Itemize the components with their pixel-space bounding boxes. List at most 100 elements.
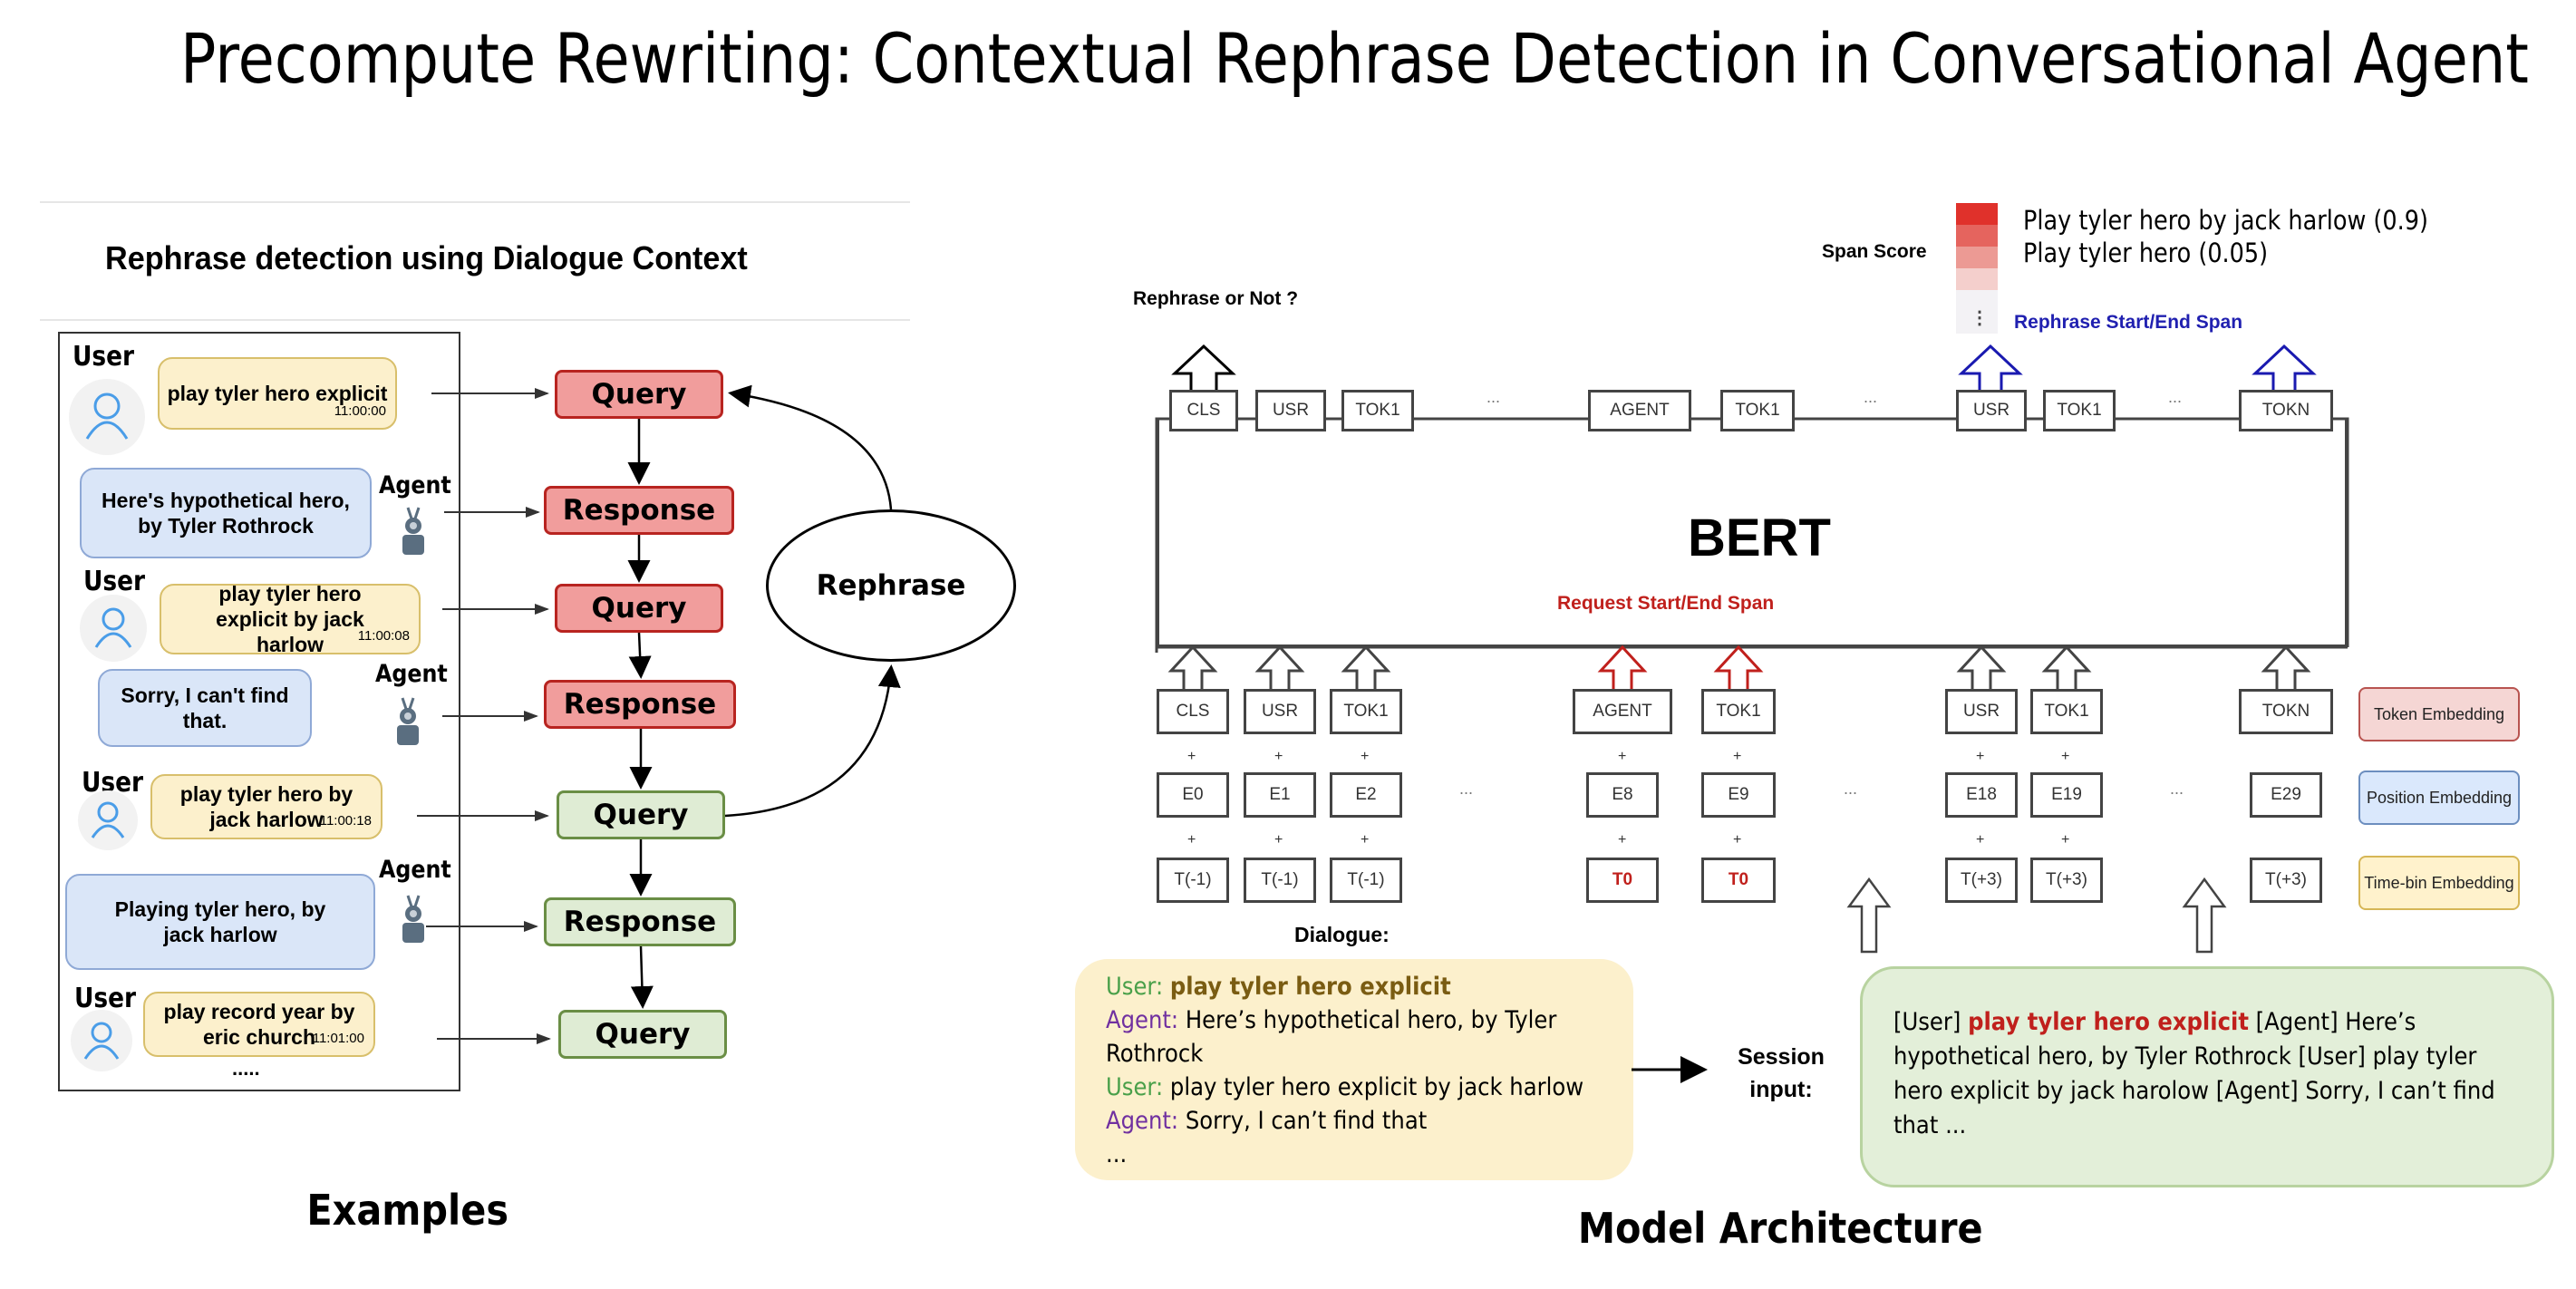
- ellipsis: ...: [1487, 388, 1501, 406]
- dialogue-line: Rothrock: [1106, 1037, 1553, 1071]
- session-label-line: Session: [1738, 1044, 1825, 1070]
- dialogue-line: Agent: Sorry, I can’t find that: [1106, 1104, 1553, 1138]
- time-bin-embedding: T(+3): [2250, 858, 2322, 903]
- input-arrows: [1167, 644, 2311, 689]
- plus-sign: +: [1361, 832, 1370, 848]
- plus-sign: +: [1274, 749, 1283, 764]
- timestamp: 11:00:08: [357, 628, 410, 644]
- position-embedding: E9: [1701, 772, 1776, 818]
- request-span-label: Request Start/End Span: [1557, 593, 1775, 614]
- ellipsis: ...: [1844, 780, 1858, 798]
- role-label-user: User: [83, 566, 146, 597]
- rephrase-span-label: Rephrase Start/End Span: [2014, 312, 2243, 333]
- plus-sign: +: [1274, 832, 1283, 848]
- utterance: Rothrock: [1106, 1040, 1204, 1068]
- session-highlight: play tyler hero explicit: [1968, 1008, 2249, 1036]
- timestamp: 11:00:00: [334, 403, 386, 419]
- dialogue-label: Dialogue:: [1294, 923, 1390, 946]
- time-bin-embedding: T(-1): [1330, 858, 1402, 903]
- chat-bubble-agent: Here's hypothetical hero, by Tyler Rothr…: [80, 468, 372, 558]
- input-token: AGENT: [1573, 689, 1672, 734]
- flow-node-response: Response: [544, 897, 736, 946]
- speaker: Agent:: [1106, 1107, 1179, 1135]
- robot-icon: [402, 895, 424, 943]
- chat-bubble-user: play record year by eric church 11:01:00: [143, 992, 375, 1057]
- ellipsis: ...: [2170, 780, 2184, 798]
- position-embedding: E1: [1244, 772, 1316, 818]
- examples-caption: Examples: [306, 1186, 508, 1235]
- role-label-agent: Agent: [379, 856, 451, 884]
- role-label-agent: Agent: [379, 471, 451, 499]
- plus-sign: +: [1618, 832, 1627, 848]
- legend-time-bin-embedding: Time-bin Embedding: [2358, 856, 2520, 910]
- output-token: CLS: [1169, 390, 1238, 431]
- message-text: Playing tyler hero, by jack harlow: [114, 897, 326, 946]
- message-text: play tyler hero by jack harlow: [179, 782, 353, 831]
- dialogue-line: User: play tyler hero explicit: [1106, 970, 1553, 1003]
- plus-sign: +: [1976, 832, 1985, 848]
- span-scale-step: [1956, 290, 1998, 312]
- bert-label: BERT: [1688, 509, 1831, 567]
- output-token: TOK1: [2043, 390, 2116, 431]
- output-token: TOK1: [1720, 390, 1795, 431]
- flow-node-query: Query: [557, 790, 725, 839]
- span-scale-step: [1956, 268, 1998, 290]
- input-token: TOK1: [1330, 689, 1402, 734]
- chat-bubble-user: play tyler hero by jack harlow 11:00:18: [150, 774, 383, 839]
- position-embedding: E19: [2030, 772, 2103, 818]
- rephrase-node: Rephrase: [766, 509, 1016, 662]
- output-token: TOK1: [1341, 390, 1414, 431]
- ellipsis: ...: [1864, 388, 1878, 406]
- model-architecture-caption: Model Architecture: [1577, 1204, 1983, 1253]
- plus-sign: +: [1733, 832, 1742, 848]
- user-icon: [83, 1022, 120, 1060]
- user-avatar: [71, 1010, 132, 1071]
- span-score-entry: Play tyler hero by jack harlow (0.9): [2023, 205, 2428, 236]
- user-avatar: [78, 790, 138, 850]
- utterance: play tyler hero explicit by jack harlow: [1169, 1073, 1584, 1101]
- span-scale-step: [1956, 203, 1998, 225]
- session-label-line: input:: [1749, 1077, 1813, 1102]
- position-embedding: E29: [2250, 772, 2322, 818]
- legend-position-embedding: Position Embedding: [2358, 770, 2520, 825]
- flow-node-query: Query: [555, 584, 723, 633]
- divider: [40, 319, 910, 321]
- flow-node-query: Query: [555, 370, 723, 419]
- message-text: play tyler hero explicit: [167, 382, 388, 405]
- output-token: USR: [1956, 390, 2027, 431]
- position-embedding: E18: [1945, 772, 2018, 818]
- dialogue-line: User: play tyler hero explicit by jack h…: [1106, 1071, 1583, 1104]
- chat-bubble-user: play tyler hero explicit by jack harlow …: [160, 582, 421, 656]
- rephrase-end-arrow: [2252, 344, 2317, 390]
- message-text: play record year by eric church: [163, 1000, 355, 1049]
- speaker: User:: [1106, 973, 1164, 1001]
- flow-node-response: Response: [544, 486, 734, 535]
- span-score-entry: Play tyler hero (0.05): [2023, 237, 2269, 268]
- input-token: TOKN: [2239, 689, 2333, 734]
- rephrase-start-arrow: [1958, 344, 2023, 390]
- span-scale-step: [1956, 247, 1998, 268]
- plus-sign: +: [1976, 749, 1985, 764]
- utterance: play tyler hero explicit: [1169, 973, 1451, 1001]
- plus-sign: +: [1618, 749, 1627, 764]
- dialogue-box: User: play tyler hero explicit Agent: He…: [1075, 959, 1633, 1180]
- span-score-label: Span Score: [1822, 241, 1927, 262]
- time-bin-embedding: T(+3): [2030, 858, 2103, 903]
- session-up-arrow: [1846, 877, 1892, 954]
- output-token: USR: [1255, 390, 1326, 431]
- user-avatar: [80, 595, 147, 662]
- legend-token-embedding: Token Embedding: [2358, 687, 2520, 741]
- chat-bubble-agent: Sorry, I can't find that.: [98, 669, 312, 747]
- input-token: CLS: [1157, 689, 1229, 734]
- position-embedding: E0: [1157, 772, 1229, 818]
- plus-sign: +: [1187, 832, 1196, 848]
- input-token: USR: [1945, 689, 2018, 734]
- user-icon: [91, 801, 125, 838]
- rephrase-or-not-label: Rephrase or Not ?: [1133, 288, 1299, 309]
- session-up-arrow: [2182, 877, 2227, 954]
- timestamp: 11:01:00: [312, 1031, 364, 1046]
- user-icon: [85, 393, 129, 440]
- timestamp: 11:00:18: [319, 813, 372, 829]
- more-messages-ellipsis: .....: [232, 1057, 260, 1080]
- input-token: TOK1: [2030, 689, 2103, 734]
